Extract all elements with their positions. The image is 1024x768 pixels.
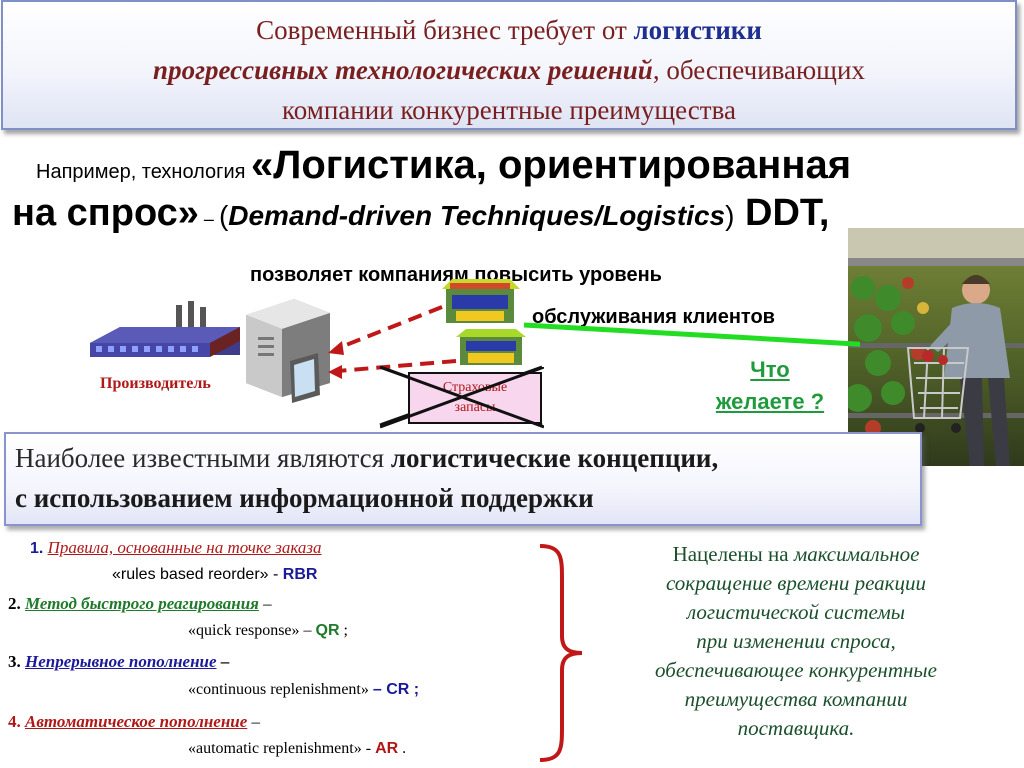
intro-line-2: на спрос» – (Demand-driven Techniques/Lo… (12, 192, 830, 234)
allows-text-line-1: позволяет компаниям повысить уровень (250, 264, 662, 286)
list-item-english: «continuous replenishment» – CR ; (188, 681, 420, 698)
allows-text-line-2: обслуживания клиентов (532, 306, 775, 328)
list-item-english: «automatic replenishment» - AR . (188, 740, 407, 757)
shopper-photo (848, 228, 1024, 466)
concepts-line-1: Наиболее известными являются логистическ… (15, 443, 719, 473)
aim-text: Нацелены на максимальное сокращение врем… (655, 542, 937, 740)
safety-stock-box: Страховые запасы (408, 372, 542, 424)
title-keyword: логистики (633, 15, 762, 45)
server-icon (246, 299, 330, 403)
title-line-1: Современный бизнес требует от логистики (256, 15, 762, 45)
list-item: 3. Непрерывное пополнение – (8, 652, 230, 671)
crossed-out-mark (380, 367, 544, 429)
intro-line-1: Например, технология «Логистика, ориенти… (36, 143, 852, 187)
concept-name: «Логистика, ориентированная (251, 143, 852, 187)
concepts-line-2: с использованием информационной поддержк… (15, 483, 594, 513)
store-icon (456, 329, 526, 365)
concepts-box: Наиболее известными являются логистическ… (4, 432, 922, 526)
list-item: 1. Правила, основанные на точке заказа (30, 538, 322, 557)
list-item: 4. Автоматическое пополнение – (8, 712, 261, 731)
list-item-english: «rules based reorder» - RBR (112, 566, 318, 583)
supply-diagram (90, 279, 860, 427)
title-line-2: прогрессивных технологических решений, о… (153, 55, 865, 85)
customer-question-link[interactable]: Что желаете ? (715, 357, 825, 414)
store-icon (442, 279, 520, 323)
list-item: 2. Метод быстрого реагирования – (8, 594, 272, 613)
factory-icon (90, 301, 240, 357)
brace-icon (539, 544, 583, 762)
ddt-abbr: DDT, (734, 192, 830, 234)
list-item-english: «quick response» – QR ; (188, 622, 348, 639)
producer-label: Производитель (100, 375, 211, 392)
title-line-3: компании конкурентные преимущества (282, 95, 736, 125)
title-box: Современный бизнес требует от логистики … (1, 0, 1017, 130)
english-name: Demand-driven Techniques/Logistics (228, 200, 726, 231)
